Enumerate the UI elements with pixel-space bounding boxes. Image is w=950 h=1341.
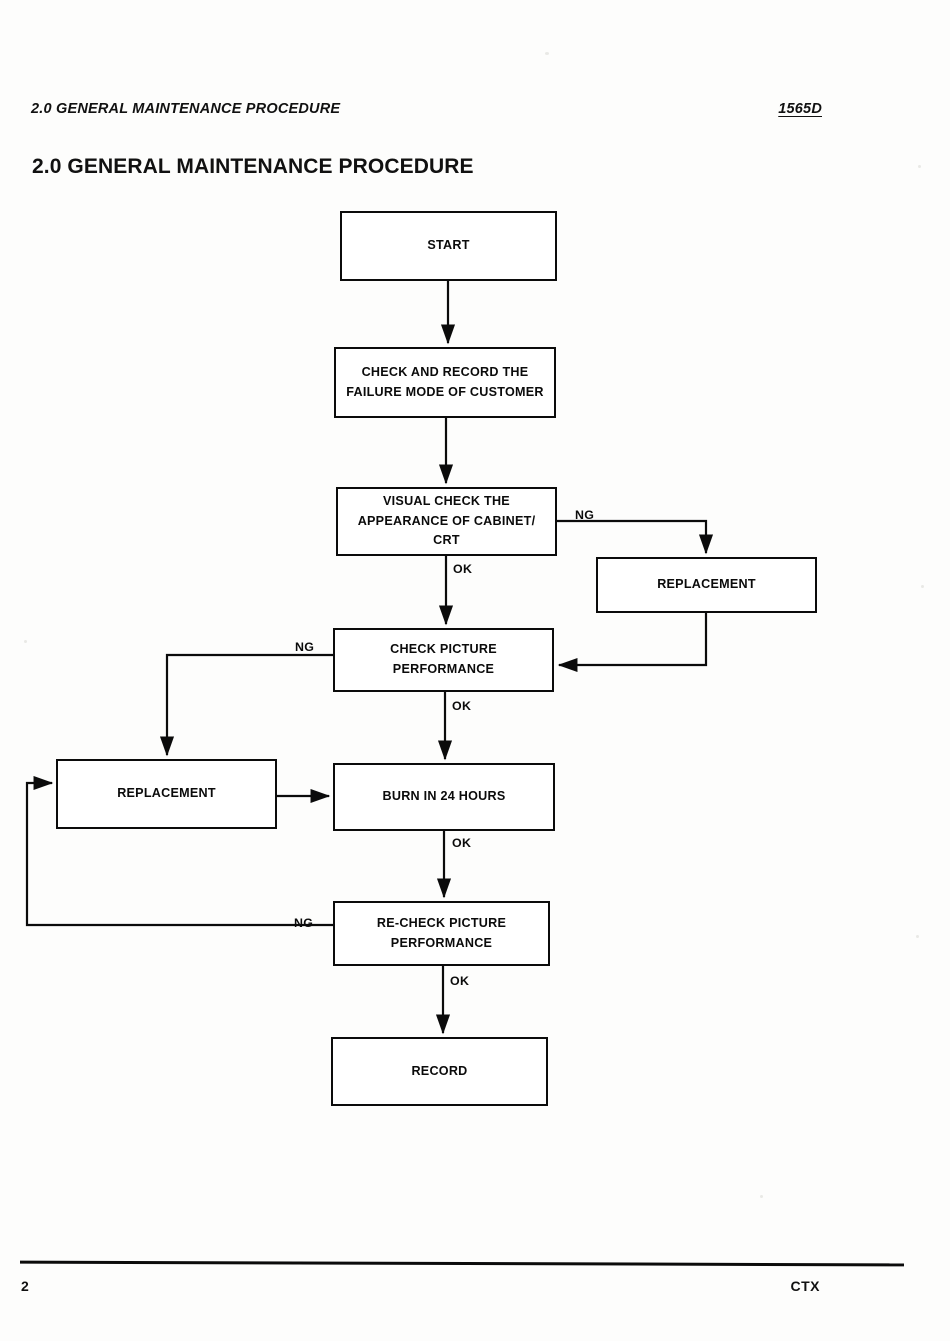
edge-label-ng_check: NG xyxy=(295,640,315,654)
running-head-document-number: 1565D xyxy=(778,101,822,117)
flow-node-replacement_left: REPLACEMENT xyxy=(56,759,277,829)
scan-speckle xyxy=(545,52,549,55)
flow-node-recheck_picture: RE-CHECK PICTURE PERFORMANCE xyxy=(333,901,550,966)
edge-label-ng_visual: NG xyxy=(575,508,595,522)
running-head-left: 2.0 GENERAL MAINTENANCE PROCEDURE xyxy=(31,101,341,117)
flow-node-label: RECORD xyxy=(411,1063,468,1078)
flow-node-check_record: CHECK AND RECORD THE FAILURE MODE OF CUS… xyxy=(334,347,556,418)
flow-node-label: REPLACEMENT xyxy=(657,577,756,592)
edge-label-ng_recheck: NG xyxy=(294,916,314,930)
flow-node-burn_in: BURN IN 24 HOURS xyxy=(333,763,555,831)
flow-node-visual_check: VISUAL CHECK THE APPEARANCE OF CABINET/ … xyxy=(336,487,557,556)
flow-node-replacement_top: REPLACEMENT xyxy=(596,557,817,613)
scan-speckle xyxy=(916,935,919,938)
flow-node-label: REPLACEMENT xyxy=(117,786,216,801)
flow-node-start: START xyxy=(340,211,557,281)
flow-node-check_picture: CHECK PICTURE PERFORMANCE xyxy=(333,628,554,692)
flow-node-label: BURN IN 24 HOURS xyxy=(382,789,506,804)
flow-node-record: RECORD xyxy=(331,1037,548,1106)
scan-speckle xyxy=(921,585,924,588)
flow-node-label: CHECK AND RECORD THE FAILURE MODE OF CUS… xyxy=(346,364,544,399)
flow-node-label: CHECK PICTURE PERFORMANCE xyxy=(390,642,497,676)
scan-speckle xyxy=(760,1195,763,1198)
page-title: 2.0 GENERAL MAINTENANCE PROCEDURE xyxy=(32,155,474,178)
scan-speckle xyxy=(918,165,921,168)
edge-label-ok_visual: OK xyxy=(453,562,473,576)
flow-node-label: RE-CHECK PICTURE PERFORMANCE xyxy=(376,915,507,950)
edge-recheck-picture-ng-to-replacement-left xyxy=(25,775,333,927)
edge-check-picture-ng-to-replacement-left xyxy=(159,653,333,757)
flow-node-label: VISUAL CHECK THE APPEARANCE OF CABINET/ … xyxy=(357,494,536,548)
edge-replacement-top-to-check-picture xyxy=(557,613,708,673)
edge-visual-check-ng-to-replacement-top xyxy=(557,519,714,555)
edge-label-ok_recheck: OK xyxy=(450,974,470,988)
edge-label-ok_check: OK xyxy=(452,699,472,713)
flow-node-label: START xyxy=(427,238,470,253)
footer-page-number: 2 xyxy=(21,1278,29,1294)
footer-brand: CTX xyxy=(790,1278,820,1294)
scan-speckle xyxy=(24,640,27,643)
edge-label-ok_burn: OK xyxy=(452,836,472,850)
